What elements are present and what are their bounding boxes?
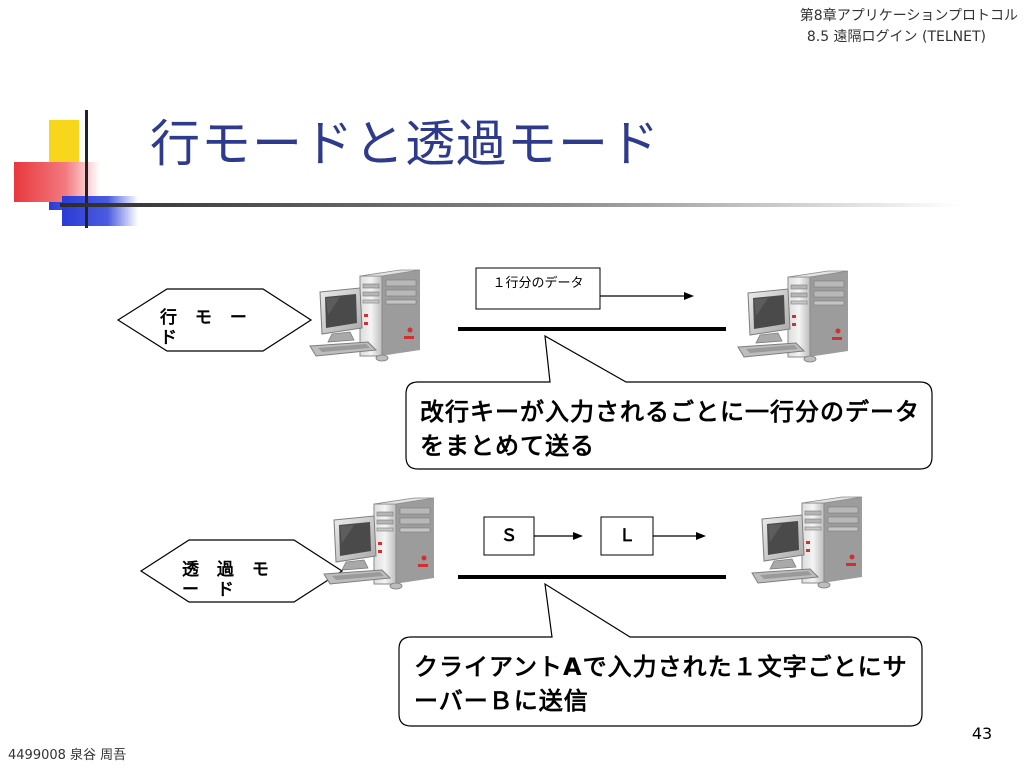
title-decoration	[14, 110, 960, 228]
line-mode-hexagon	[116, 288, 313, 352]
callout-line-mode-text: 改行キーが入力されるごとに一行分のデータをまとめて送る	[420, 398, 920, 460]
deco-vertical-line	[85, 110, 88, 228]
transparent-mode-label: 透 過 モ ー ド	[182, 560, 275, 600]
header-chapter: 第8章アプリケーションプロトコル	[799, 8, 1018, 24]
callout-line-mode	[405, 334, 933, 470]
char-label-l: Ｌ	[618, 526, 636, 546]
client-computer-transparent	[323, 497, 435, 590]
server-computer-line	[737, 270, 849, 363]
slide-title: 行モードと透過モード	[150, 115, 660, 173]
server-computer-transparent	[751, 496, 863, 589]
transparent-mode-section	[139, 496, 923, 727]
footer-author: 4499008 泉谷 周吾	[8, 748, 127, 763]
packet-box-line-mode	[475, 267, 601, 310]
page-number: 43	[971, 724, 993, 743]
char-box-s	[483, 516, 535, 556]
arrow-head-l	[696, 532, 706, 540]
deco-yellow-square	[49, 120, 79, 162]
packet-label-line-mode: １行分のデータ	[492, 276, 584, 291]
line-mode-label: 行 モ ー ド	[160, 308, 253, 348]
callout-transparent-mode	[398, 582, 923, 727]
client-computer-line	[309, 269, 421, 362]
transparent-mode-hexagon	[139, 539, 344, 603]
callout-transparent-mode-text: クライアントAで入力された１文字ごとにサーバーＢに送信	[414, 653, 908, 715]
line-mode-section	[116, 267, 933, 470]
title-rule	[60, 203, 960, 207]
deco-blue-bar	[62, 196, 138, 226]
char-label-s: Ｓ	[500, 526, 518, 546]
arrow-head-s	[573, 532, 583, 540]
arrow-head-line-mode	[684, 292, 694, 300]
char-box-l	[600, 516, 654, 556]
header-section: 8.5 遠隔ログイン (TELNET)	[806, 29, 986, 45]
